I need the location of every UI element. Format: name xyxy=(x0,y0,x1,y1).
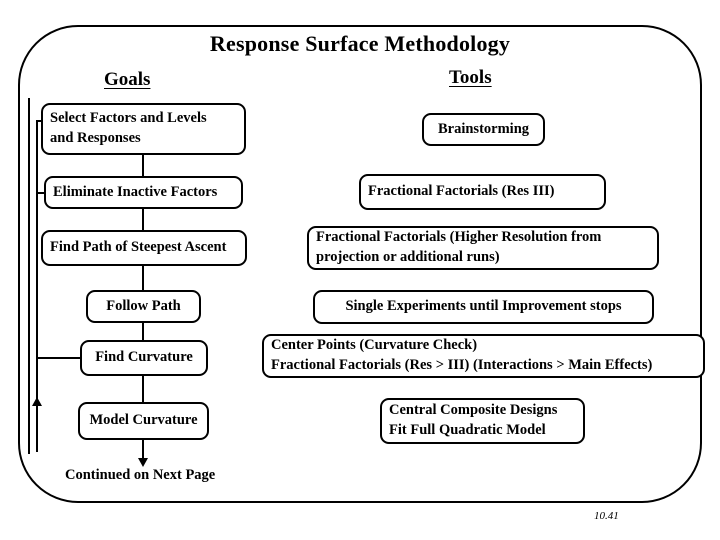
connector-findcurvature-to-modelcurvature xyxy=(142,376,144,402)
tool-box-line-1: Brainstorming xyxy=(437,120,530,137)
tool-box-fractional-factorials-higher-resolution[interactable]: Fractional Factorials (Higher Resolution… xyxy=(307,226,659,270)
tool-box-line-2: projection or additional runs) xyxy=(316,249,500,265)
connector-follow-to-findcurvature xyxy=(142,323,144,340)
flow-box-find-path-steepest-ascent[interactable]: Find Path of Steepest Ascent xyxy=(41,230,247,266)
tool-box-line-1: Central Composite Designs xyxy=(389,402,558,419)
flow-box-line-2: and Responses xyxy=(50,130,141,146)
flow-box-line-1: Find Curvature xyxy=(95,349,193,366)
connector-select-to-eliminate xyxy=(142,155,144,176)
connector-eliminate-to-findpath xyxy=(142,209,144,230)
tool-box-line-1: Fractional Factorials (Res III) xyxy=(368,183,555,200)
slide-number: 10.41 xyxy=(594,510,619,522)
tool-box-central-composite-designs[interactable]: Central Composite Designs Fit Full Quadr… xyxy=(380,398,585,444)
flow-box-line-1: Select Factors and Levels xyxy=(50,110,207,127)
slide-outer-frame xyxy=(18,25,702,503)
flow-box-line-1: Model Curvature xyxy=(89,412,198,429)
feedback-rail-outer xyxy=(28,98,30,454)
feedback-rail-inner xyxy=(36,120,38,452)
connector-modelcurvature-to-continued xyxy=(142,440,144,462)
tool-box-fractional-factorials-res-iii[interactable]: Fractional Factorials (Res III) xyxy=(359,174,606,210)
column-heading-goals: Goals xyxy=(104,69,151,90)
flow-box-eliminate-inactive-factors[interactable]: Eliminate Inactive Factors xyxy=(44,176,243,209)
tool-box-line-2: Fit Full Quadratic Model xyxy=(389,422,546,438)
flow-box-line-1: Find Path of Steepest Ascent xyxy=(50,239,227,256)
flow-box-select-factors[interactable]: Select Factors and Levels and Responses xyxy=(41,103,246,155)
flow-box-line-1: Eliminate Inactive Factors xyxy=(53,183,218,200)
arrowhead-down-icon xyxy=(138,458,148,467)
tool-box-brainstorming[interactable]: Brainstorming xyxy=(422,113,545,146)
feedback-branch-from-find-curvature xyxy=(36,357,81,359)
flow-box-model-curvature[interactable]: Model Curvature xyxy=(78,402,209,440)
tool-box-line-2: Fractional Factorials (Res > III) (Inter… xyxy=(271,357,653,373)
flow-box-find-curvature[interactable]: Find Curvature xyxy=(80,340,208,376)
feedback-branch-to-select xyxy=(36,120,43,122)
tool-box-line-1: Single Experiments until Improvement sto… xyxy=(345,298,622,315)
continued-caption: Continued on Next Page xyxy=(65,467,216,483)
tool-box-line-1: Center Points (Curvature Check) xyxy=(271,337,478,354)
tool-box-line-1: Fractional Factorials (Higher Resolution… xyxy=(316,229,602,246)
connector-findpath-to-follow xyxy=(142,266,144,290)
arrowhead-up-icon xyxy=(32,397,42,406)
page-title: Response Surface Methodology xyxy=(209,31,511,56)
tool-box-center-points[interactable]: Center Points (Curvature Check) Fraction… xyxy=(262,334,705,378)
feedback-branch-to-eliminate xyxy=(36,192,45,194)
flow-box-line-1: Follow Path xyxy=(106,297,181,314)
flow-box-follow-path[interactable]: Follow Path xyxy=(86,290,201,323)
tool-box-single-experiments[interactable]: Single Experiments until Improvement sto… xyxy=(313,290,654,324)
column-heading-tools: Tools xyxy=(449,67,492,88)
